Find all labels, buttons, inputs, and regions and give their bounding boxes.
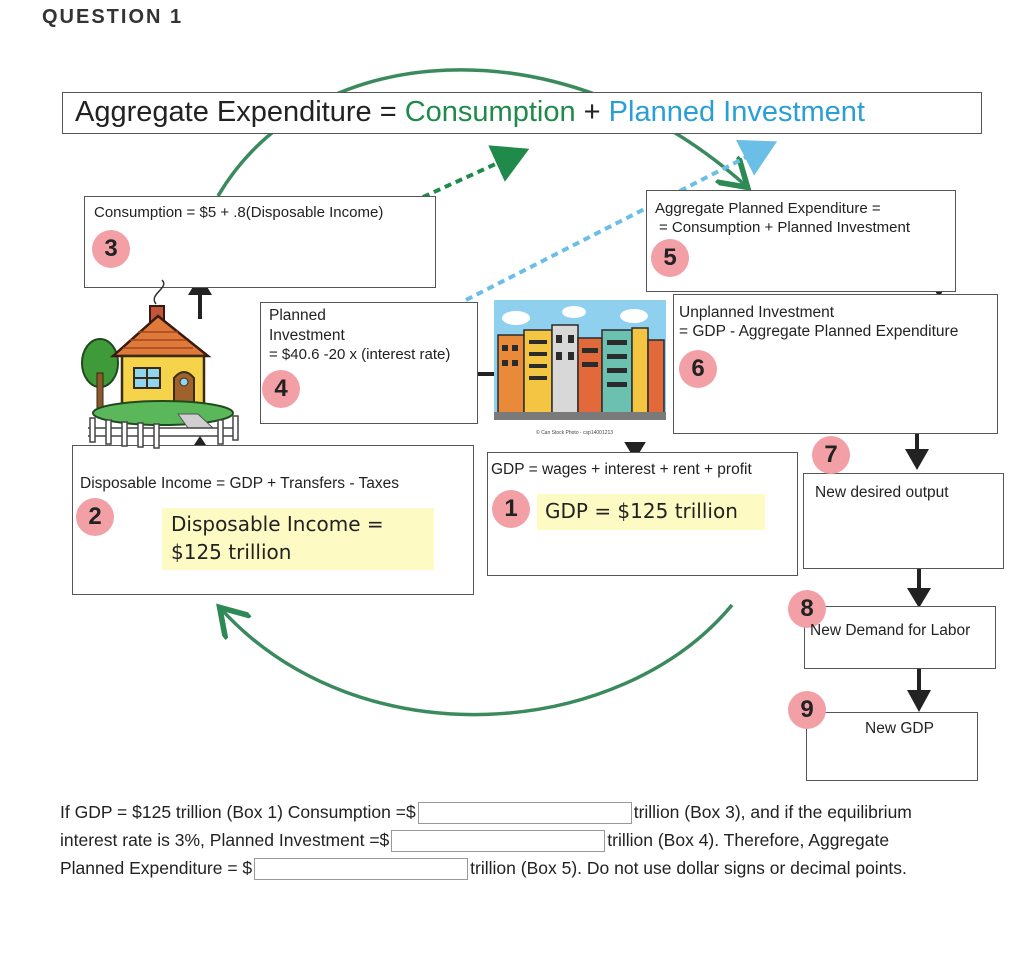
- box-7-new-desired-output: [803, 473, 1004, 569]
- box-7-text: New desired output: [815, 484, 949, 501]
- box-8-new-demand-for-labor: [804, 606, 996, 669]
- box-2-highlight: Disposable Income = $125 trillion: [162, 508, 434, 570]
- box-3-consumption: [84, 196, 436, 288]
- question-text-p2: trillion (Box 3), and if the equilibrium: [633, 802, 912, 822]
- question-text-p5: Planned Expenditure = $: [60, 858, 253, 878]
- box-4-line2: Investment: [269, 327, 345, 344]
- box-8-text: New Demand for Labor: [810, 622, 971, 639]
- box-6-line1: Unplanned Investment: [679, 304, 835, 321]
- box-4-planned-investment: [260, 302, 478, 424]
- question-text-p3: interest rate is 3%, Planned Investment …: [60, 830, 390, 850]
- city-caption: © Can Stock Photo - csp14001213: [536, 430, 614, 436]
- box-2-highlight-line2: $125 trillion: [171, 540, 292, 564]
- question-title: QUESTION 1: [42, 6, 184, 28]
- box-6-unplanned-investment: [673, 294, 998, 434]
- box-4-line1: Planned: [269, 307, 326, 324]
- house-illustration: [81, 279, 239, 449]
- box-1-highlight: GDP = $125 trillion: [537, 494, 765, 530]
- box-3-text: Consumption = $5 + .8(Disposable Income): [94, 204, 384, 221]
- box-2-badge: 2: [76, 498, 114, 536]
- box-2-text: Disposable Income = GDP + Transfers - Ta…: [80, 475, 400, 492]
- heading-plus: +: [575, 96, 609, 128]
- box-3-badge: 3: [92, 230, 130, 268]
- question-text-p6: trillion (Box 5). Do not use dollar sign…: [470, 858, 907, 878]
- box-1-badge: 1: [492, 490, 530, 528]
- planned-investment-answer-input[interactable]: [391, 830, 606, 853]
- box-6-line2: = GDP - Aggregate Planned Expenditure: [679, 323, 959, 340]
- box-1-text: GDP = wages + interest + rent + profit: [491, 461, 752, 478]
- city-illustration: [494, 300, 666, 442]
- box-9-text: New GDP: [865, 720, 934, 737]
- box-5-line1: Aggregate Planned Expenditure =: [655, 200, 881, 217]
- question-text-p1: If GDP = $125 trillion (Box 1) Consumpti…: [60, 802, 416, 822]
- bottom-arc: [222, 605, 734, 717]
- consumption-answer-input[interactable]: [417, 802, 632, 825]
- aggregate-expenditure-heading: Aggregate Expenditure = Consumption + Pl…: [62, 92, 982, 134]
- box-6-badge: 6: [679, 350, 717, 388]
- box-9-badge: 9: [788, 691, 826, 729]
- question-text-p4: trillion (Box 4). Therefore, Aggregate: [607, 830, 890, 850]
- box-5-aggregate-planned-expenditure: [646, 190, 956, 292]
- box-5-badge: 5: [651, 239, 689, 277]
- investment-dashed-arrow: [465, 139, 778, 302]
- box-8-badge: 8: [788, 590, 826, 628]
- consumption-dashed-arrow: [411, 145, 530, 204]
- box-4-badge: 4: [262, 370, 300, 408]
- heading-planned-investment: Planned Investment: [608, 96, 865, 128]
- heading-part1: Aggregate Expenditure =: [75, 96, 405, 128]
- aggregate-planned-expenditure-answer-input[interactable]: [254, 858, 469, 881]
- box-7-badge: 7: [812, 436, 850, 474]
- question-body: If GDP = $125 trillion (Box 1) Consumpti…: [60, 798, 980, 882]
- box-4-line3: = $40.6 -20 x (interest rate): [269, 346, 451, 363]
- box-2-highlight-line1: Disposable Income =: [171, 512, 384, 536]
- heading-consumption: Consumption: [404, 96, 576, 128]
- box-5-line2: = Consumption + Planned Investment: [659, 219, 910, 236]
- box-9-new-gdp: [806, 712, 978, 781]
